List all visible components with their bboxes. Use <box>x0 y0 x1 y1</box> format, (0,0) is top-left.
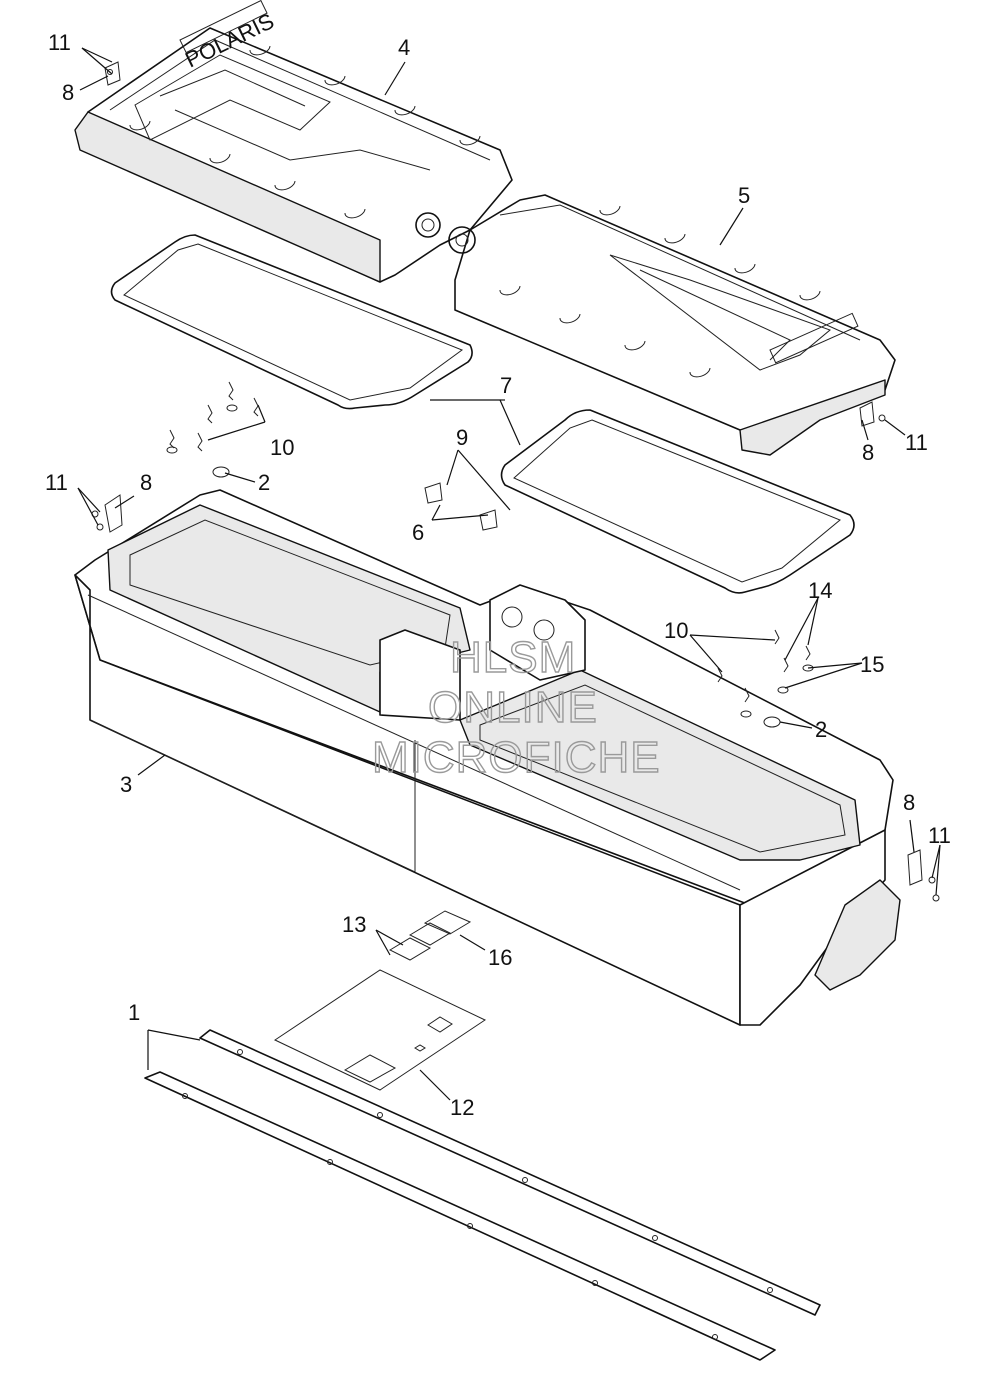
decal-parts <box>273 910 487 1091</box>
watermark-line-3: MICROFICHE <box>372 733 661 782</box>
callout-2-right: 2 <box>815 717 827 742</box>
callout-11-top-left: 11 <box>48 30 71 55</box>
callout-4: 4 <box>398 35 410 60</box>
callout-16: 16 <box>488 945 512 970</box>
watermark-line-1: HLSM <box>450 633 576 682</box>
callout-labels: 11 8 4 5 7 9 6 10 2 11 8 8 11 10 14 15 2… <box>45 30 951 1120</box>
callout-5: 5 <box>738 183 750 208</box>
callout-12: 12 <box>450 1095 474 1120</box>
callout-15: 15 <box>860 652 884 677</box>
left-lid-part: POLARIS <box>74 0 513 283</box>
callout-1: 1 <box>128 1000 140 1025</box>
callout-8-right-lid: 8 <box>862 440 874 465</box>
callout-10-right: 10 <box>664 618 688 643</box>
lid-seal-left <box>110 234 473 410</box>
callout-13: 13 <box>342 912 366 937</box>
callout-11-mid-left: 11 <box>45 470 68 495</box>
callout-14: 14 <box>808 578 832 603</box>
callout-10-left: 10 <box>270 435 294 460</box>
watermark-line-2: ONLINE <box>428 683 598 732</box>
right-lid-part <box>448 194 896 456</box>
callout-8-bottom-right: 8 <box>903 790 915 815</box>
callout-8-mid-left: 8 <box>140 470 152 495</box>
storage-box-part <box>74 489 901 1026</box>
watermark: HLSM ONLINE MICROFICHE <box>371 632 661 782</box>
callout-2-left: 2 <box>258 470 270 495</box>
callout-9: 9 <box>456 425 468 450</box>
callout-11-bottom-right: 11 <box>928 823 951 848</box>
lid-seal-right <box>500 409 855 594</box>
callout-7: 7 <box>500 373 512 398</box>
callout-3: 3 <box>120 772 132 797</box>
callout-6: 6 <box>412 520 424 545</box>
callout-11-right-lid: 11 <box>905 430 928 455</box>
callout-8-top-left: 8 <box>62 80 74 105</box>
leader-lines <box>77 47 941 1101</box>
mounting-rail-part <box>144 1029 821 1361</box>
